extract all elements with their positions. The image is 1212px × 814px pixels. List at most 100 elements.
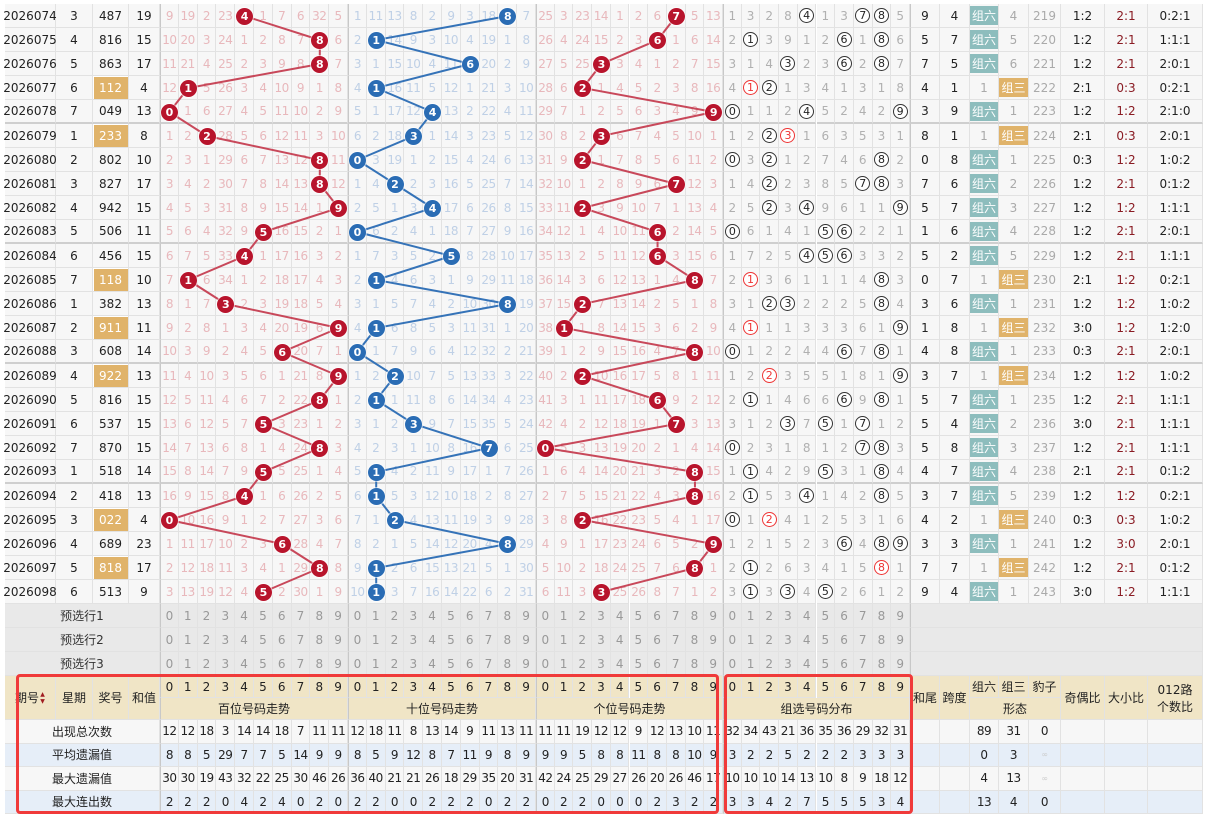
preselect-digit[interactable]: 5 bbox=[629, 628, 649, 652]
preselect-digit[interactable]: 9 bbox=[891, 604, 910, 628]
preselect-digit[interactable]: 0 bbox=[536, 604, 555, 628]
preselect-digit[interactable]: 9 bbox=[329, 652, 348, 676]
preselect-digit[interactable]: 4 bbox=[423, 628, 442, 652]
preselect-digit[interactable]: 0 bbox=[536, 652, 555, 676]
preselect-digit[interactable]: 2 bbox=[573, 652, 593, 676]
preselect-digit[interactable]: 8 bbox=[310, 604, 330, 628]
preselect-digit[interactable]: 2 bbox=[197, 628, 217, 652]
preselect-digit[interactable]: 4 bbox=[423, 604, 442, 628]
preselect-digit[interactable]: 4 bbox=[423, 652, 442, 676]
preselect-digit[interactable]: 8 bbox=[498, 604, 518, 628]
preselect-digit[interactable]: 0 bbox=[723, 652, 742, 676]
preselect-digit[interactable]: 4 bbox=[797, 628, 817, 652]
preselect-digit[interactable]: 0 bbox=[348, 652, 367, 676]
preselect-digit[interactable]: 4 bbox=[610, 604, 630, 628]
preselect-digit[interactable]: 8 bbox=[310, 652, 330, 676]
preselect-digit[interactable]: 2 bbox=[760, 652, 780, 676]
preselect-digit[interactable]: 4 bbox=[610, 652, 630, 676]
preselect-digit[interactable]: 8 bbox=[498, 628, 518, 652]
preselect-digit[interactable]: 5 bbox=[816, 604, 836, 628]
preselect-digit[interactable]: 7 bbox=[666, 628, 686, 652]
preselect-digit[interactable]: 9 bbox=[517, 652, 536, 676]
preselect-digit[interactable]: 2 bbox=[385, 628, 405, 652]
preselect-digit[interactable]: 3 bbox=[404, 628, 424, 652]
preselect-digit[interactable]: 8 bbox=[685, 628, 705, 652]
preselect-digit[interactable]: 3 bbox=[404, 652, 424, 676]
preselect-digit[interactable]: 5 bbox=[254, 628, 273, 652]
preselect-digit[interactable]: 3 bbox=[216, 628, 236, 652]
preselect-digit[interactable]: 7 bbox=[479, 604, 499, 628]
preselect-digit[interactable]: 8 bbox=[872, 652, 892, 676]
preselect-digit[interactable]: 9 bbox=[329, 628, 348, 652]
preselect-digit[interactable]: 0 bbox=[723, 604, 742, 628]
preselect-digit[interactable]: 2 bbox=[197, 652, 217, 676]
column-header-period[interactable]: 期号▲▼ bbox=[5, 676, 56, 720]
preselect-digit[interactable]: 4 bbox=[235, 604, 254, 628]
preselect-digit[interactable]: 2 bbox=[197, 604, 217, 628]
preselect-digit[interactable]: 8 bbox=[310, 628, 330, 652]
preselect-digit[interactable]: 6 bbox=[648, 628, 667, 652]
preselect-digit[interactable]: 3 bbox=[216, 652, 236, 676]
preselect-digit[interactable]: 7 bbox=[666, 604, 686, 628]
preselect-digit[interactable]: 7 bbox=[291, 628, 311, 652]
preselect-digit[interactable]: 6 bbox=[272, 652, 292, 676]
preselect-digit[interactable]: 6 bbox=[460, 652, 480, 676]
preselect-digit[interactable]: 0 bbox=[160, 628, 179, 652]
preselect-digit[interactable]: 3 bbox=[592, 628, 611, 652]
preselect-digit[interactable]: 0 bbox=[160, 652, 179, 676]
preselect-digit[interactable]: 2 bbox=[573, 604, 593, 628]
preselect-digit[interactable]: 0 bbox=[536, 628, 555, 652]
preselect-digit[interactable]: 0 bbox=[160, 604, 179, 628]
preselect-digit[interactable]: 2 bbox=[760, 628, 780, 652]
preselect-digit[interactable]: 0 bbox=[723, 628, 742, 652]
preselect-digit[interactable]: 7 bbox=[853, 652, 873, 676]
preselect-digit[interactable]: 5 bbox=[629, 652, 649, 676]
preselect-digit[interactable]: 7 bbox=[666, 652, 686, 676]
preselect-digit[interactable]: 5 bbox=[442, 628, 461, 652]
preselect-digit[interactable]: 9 bbox=[704, 652, 723, 676]
preselect-digit[interactable]: 1 bbox=[178, 628, 198, 652]
preselect-digit[interactable]: 5 bbox=[442, 652, 461, 676]
preselect-digit[interactable]: 6 bbox=[835, 652, 854, 676]
preselect-digit[interactable]: 6 bbox=[460, 628, 480, 652]
preselect-digit[interactable]: 5 bbox=[442, 604, 461, 628]
preselect-digit[interactable]: 1 bbox=[366, 628, 386, 652]
preselect-digit[interactable]: 8 bbox=[685, 652, 705, 676]
preselect-digit[interactable]: 1 bbox=[554, 604, 574, 628]
preselect-digit[interactable]: 7 bbox=[479, 628, 499, 652]
preselect-digit[interactable]: 7 bbox=[853, 628, 873, 652]
preselect-digit[interactable]: 0 bbox=[348, 604, 367, 628]
preselect-digit[interactable]: 9 bbox=[891, 652, 910, 676]
preselect-digit[interactable]: 3 bbox=[592, 652, 611, 676]
preselect-digit[interactable]: 4 bbox=[235, 628, 254, 652]
preselect-digit[interactable]: 2 bbox=[573, 628, 593, 652]
preselect-digit[interactable]: 3 bbox=[779, 628, 798, 652]
preselect-digit[interactable]: 8 bbox=[872, 604, 892, 628]
preselect-digit[interactable]: 4 bbox=[610, 628, 630, 652]
preselect-digit[interactable]: 6 bbox=[648, 652, 667, 676]
preselect-digit[interactable]: 6 bbox=[272, 604, 292, 628]
preselect-digit[interactable]: 6 bbox=[460, 604, 480, 628]
preselect-digit[interactable]: 5 bbox=[816, 652, 836, 676]
preselect-digit[interactable]: 2 bbox=[385, 604, 405, 628]
preselect-digit[interactable]: 0 bbox=[348, 628, 367, 652]
preselect-digit[interactable]: 7 bbox=[853, 604, 873, 628]
preselect-digit[interactable]: 4 bbox=[797, 604, 817, 628]
preselect-digit[interactable]: 9 bbox=[891, 628, 910, 652]
preselect-digit[interactable]: 6 bbox=[835, 628, 854, 652]
preselect-digit[interactable]: 3 bbox=[779, 652, 798, 676]
preselect-digit[interactable]: 1 bbox=[741, 652, 761, 676]
preselect-digit[interactable]: 6 bbox=[835, 604, 854, 628]
preselect-digit[interactable]: 2 bbox=[760, 604, 780, 628]
preselect-digit[interactable]: 1 bbox=[741, 628, 761, 652]
preselect-digit[interactable]: 1 bbox=[178, 604, 198, 628]
preselect-digit[interactable]: 4 bbox=[797, 652, 817, 676]
preselect-digit[interactable]: 5 bbox=[254, 604, 273, 628]
preselect-digit[interactable]: 9 bbox=[329, 604, 348, 628]
preselect-digit[interactable]: 9 bbox=[704, 604, 723, 628]
preselect-digit[interactable]: 8 bbox=[685, 604, 705, 628]
preselect-digit[interactable]: 3 bbox=[592, 604, 611, 628]
preselect-digit[interactable]: 7 bbox=[291, 604, 311, 628]
preselect-digit[interactable]: 1 bbox=[741, 604, 761, 628]
preselect-digit[interactable]: 3 bbox=[216, 604, 236, 628]
